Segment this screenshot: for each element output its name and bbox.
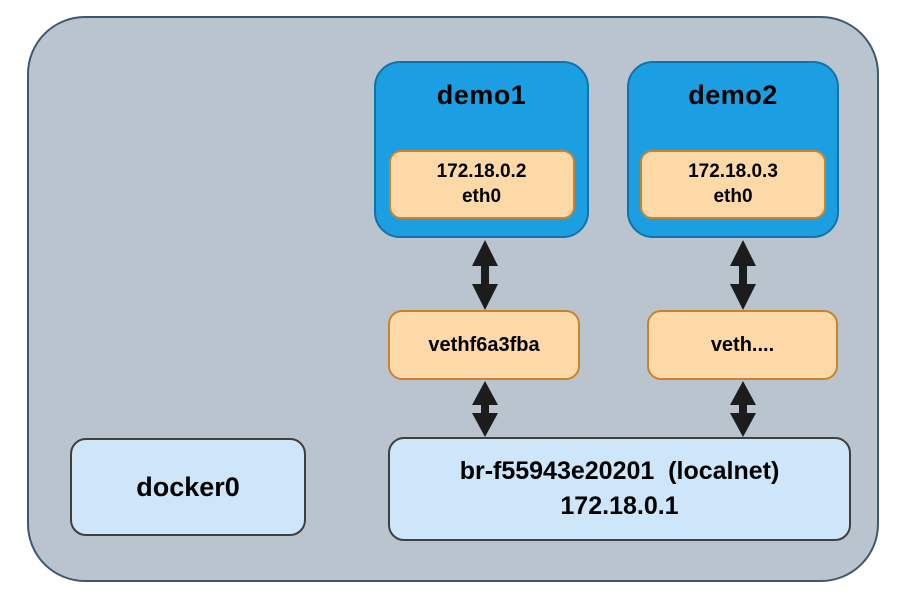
container-demo2: demo2 172.18.0.3 eth0 (627, 61, 839, 238)
veth2-box: veth.... (647, 310, 838, 380)
container-demo1-ip: 172.18.0.2 (436, 160, 527, 182)
container-demo2-eth0-box: 172.18.0.3 eth0 (640, 150, 826, 219)
docker0-box: docker0 (70, 438, 306, 536)
container-demo1: demo1 172.18.0.2 eth0 (374, 61, 589, 238)
docker0-label: docker0 (136, 471, 240, 502)
bridge-name: br-f55943e20201 (localnet) (459, 457, 780, 485)
container-demo1-eth0-box: 172.18.0.2 eth0 (388, 150, 575, 219)
container-demo1-iface-name: eth0 (461, 185, 502, 207)
bridge-ip: 172.18.0.1 (560, 492, 679, 520)
bridge-box: br-f55943e20201 (localnet) 172.18.0.1 (388, 437, 851, 541)
container-demo2-title: demo2 (688, 80, 778, 110)
veth2-label: veth.... (710, 333, 775, 356)
arrow-veth2-bridge (726, 381, 760, 437)
veth1-label: vethf6a3fba (428, 333, 540, 356)
container-demo2-ip: 172.18.0.3 (688, 160, 778, 182)
arrow-veth1-bridge (468, 381, 502, 437)
container-demo1-title: demo1 (436, 80, 527, 110)
veth1-box: vethf6a3fba (388, 310, 580, 380)
arrow-demo1-eth0-veth (468, 240, 502, 310)
container-demo2-iface-name: eth0 (713, 185, 753, 207)
arrow-demo2-eth0-veth (726, 240, 760, 310)
